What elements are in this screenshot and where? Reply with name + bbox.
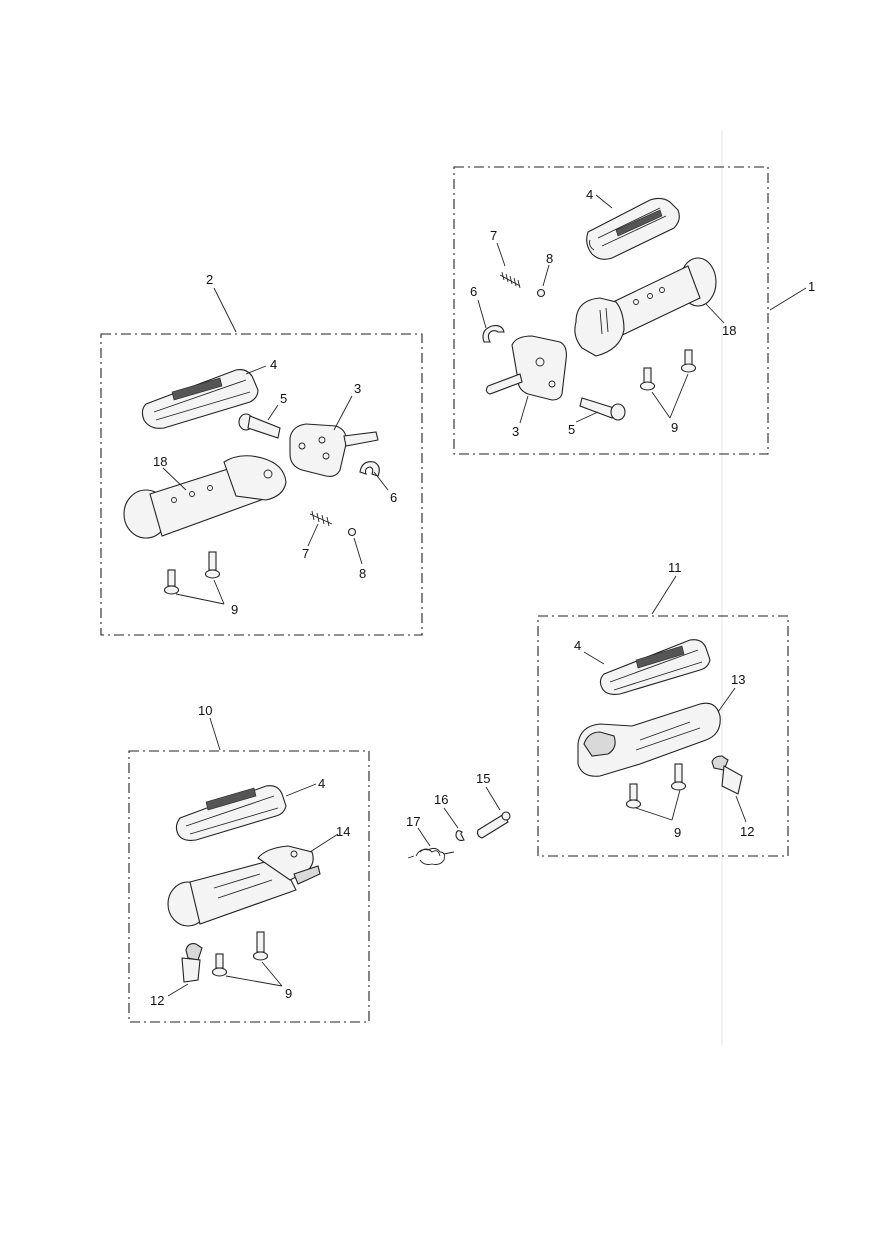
callout-18: 18 <box>153 454 167 469</box>
callout-9: 9 <box>231 602 238 617</box>
detent-ball-part <box>536 288 546 298</box>
callout-14: 14 <box>336 824 350 839</box>
callout-12: 12 <box>150 993 164 1008</box>
footrest-rubber-part <box>175 785 287 841</box>
callout-4: 4 <box>270 357 277 372</box>
assembly-group-2: 2 4 5 3 18 6 7 8 9 <box>100 272 423 636</box>
callout-3: 3 <box>512 424 519 439</box>
callout-17: 17 <box>406 814 420 829</box>
callout-1: 1 <box>808 279 815 294</box>
callout-11: 11 <box>668 560 682 575</box>
footrest-part <box>167 845 321 927</box>
callout-2: 2 <box>206 272 213 287</box>
callout-4: 4 <box>574 638 581 653</box>
torsion-spring-part <box>407 847 455 865</box>
adjuster-part <box>181 943 203 983</box>
callout-5: 5 <box>280 391 287 406</box>
callout-13: 13 <box>731 672 745 687</box>
footrest-hanger-part <box>289 423 379 477</box>
assembly-2-boundary <box>100 333 423 636</box>
brand-logo-icon <box>635 645 685 669</box>
bolt-part <box>625 763 687 809</box>
footrest-rubber-part <box>141 369 259 429</box>
footrest-hanger-part <box>485 335 567 401</box>
brand-logo-icon <box>615 209 663 237</box>
callout-15: 15 <box>476 771 490 786</box>
footrest-rubber-part <box>586 197 680 260</box>
adjuster-part <box>711 755 743 795</box>
spring-part <box>499 271 521 289</box>
assembly-group-1: 1 4 7 8 6 18 3 5 9 <box>453 166 815 455</box>
spring-part <box>309 510 333 527</box>
brand-logo-icon <box>205 787 257 811</box>
footrest-part <box>123 455 287 539</box>
assembly-group-11: 11 4 13 9 12 <box>537 560 789 857</box>
footrest-part <box>574 257 717 357</box>
callout-10: 10 <box>198 703 212 718</box>
pivot-pin-part <box>476 811 511 839</box>
callout-4: 4 <box>318 776 325 791</box>
loose-parts-group: 17 16 15 <box>406 771 511 865</box>
brand-logo-icon <box>171 377 223 401</box>
callout-6: 6 <box>470 284 477 299</box>
footrest-rubber-part <box>599 639 711 695</box>
callout-7: 7 <box>302 546 309 561</box>
assembly-group-10: 10 4 14 12 9 <box>128 703 370 1023</box>
callout-8: 8 <box>546 251 553 266</box>
callout-8: 8 <box>359 566 366 581</box>
circlip-part <box>359 461 380 477</box>
bolt-part <box>639 349 697 391</box>
clevis-pin-part <box>579 397 626 421</box>
detent-ball-part <box>347 527 357 537</box>
callout-18: 18 <box>722 323 736 338</box>
callout-4: 4 <box>586 187 593 202</box>
callout-9: 9 <box>674 825 681 840</box>
assembly-10-boundary <box>128 750 370 1023</box>
callout-9: 9 <box>285 986 292 1001</box>
footrest-part <box>577 702 721 777</box>
circlip-part <box>455 830 465 842</box>
circlip-part <box>482 325 505 343</box>
callout-16: 16 <box>434 792 448 807</box>
bolt-part <box>211 931 269 977</box>
assembly-11-boundary <box>537 615 789 857</box>
callout-3: 3 <box>354 381 361 396</box>
callout-9: 9 <box>671 420 678 435</box>
clevis-pin-part <box>238 413 281 439</box>
bolt-part <box>163 551 221 595</box>
callout-6: 6 <box>390 490 397 505</box>
callout-5: 5 <box>568 422 575 437</box>
callout-7: 7 <box>490 228 497 243</box>
callout-12: 12 <box>740 824 754 839</box>
